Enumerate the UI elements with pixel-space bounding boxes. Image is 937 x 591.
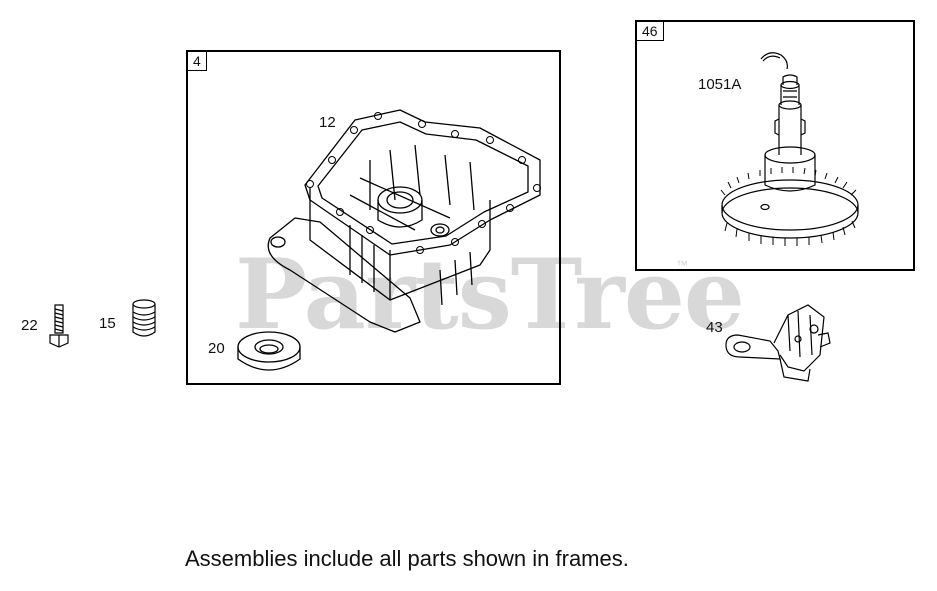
bolt-drawing[interactable] <box>46 303 72 349</box>
frame-tag-sump: 4 <box>188 52 207 71</box>
oil-seal-drawing[interactable] <box>234 325 304 377</box>
callout-oil-seal[interactable]: 20 <box>208 340 225 357</box>
callout-camshaft-retainer[interactable]: 1051A <box>698 76 742 93</box>
callout-crankcase-cover[interactable]: 12 <box>319 114 336 131</box>
callout-governor-assembly[interactable]: 43 <box>706 319 723 336</box>
crankcase-cover-drawing[interactable] <box>250 100 550 340</box>
watermark-logo: PartsTree <box>235 238 745 351</box>
drain-plug-drawing[interactable] <box>128 298 160 340</box>
watermark-trademark: ™ <box>676 258 688 272</box>
camshaft-gear-drawing[interactable] <box>715 45 865 255</box>
assemblies-note: Assemblies include all parts shown in fr… <box>185 546 629 571</box>
governor-assembly-drawing[interactable] <box>718 295 833 385</box>
assembly-frame-sump[interactable]: 4 <box>186 50 561 385</box>
callout-drain-plug[interactable]: 15 <box>99 315 116 332</box>
frame-tag-camshaft: 46 <box>637 22 664 41</box>
callout-bolt[interactable]: 22 <box>21 317 38 334</box>
assembly-frame-camshaft[interactable]: 46 <box>635 20 915 271</box>
